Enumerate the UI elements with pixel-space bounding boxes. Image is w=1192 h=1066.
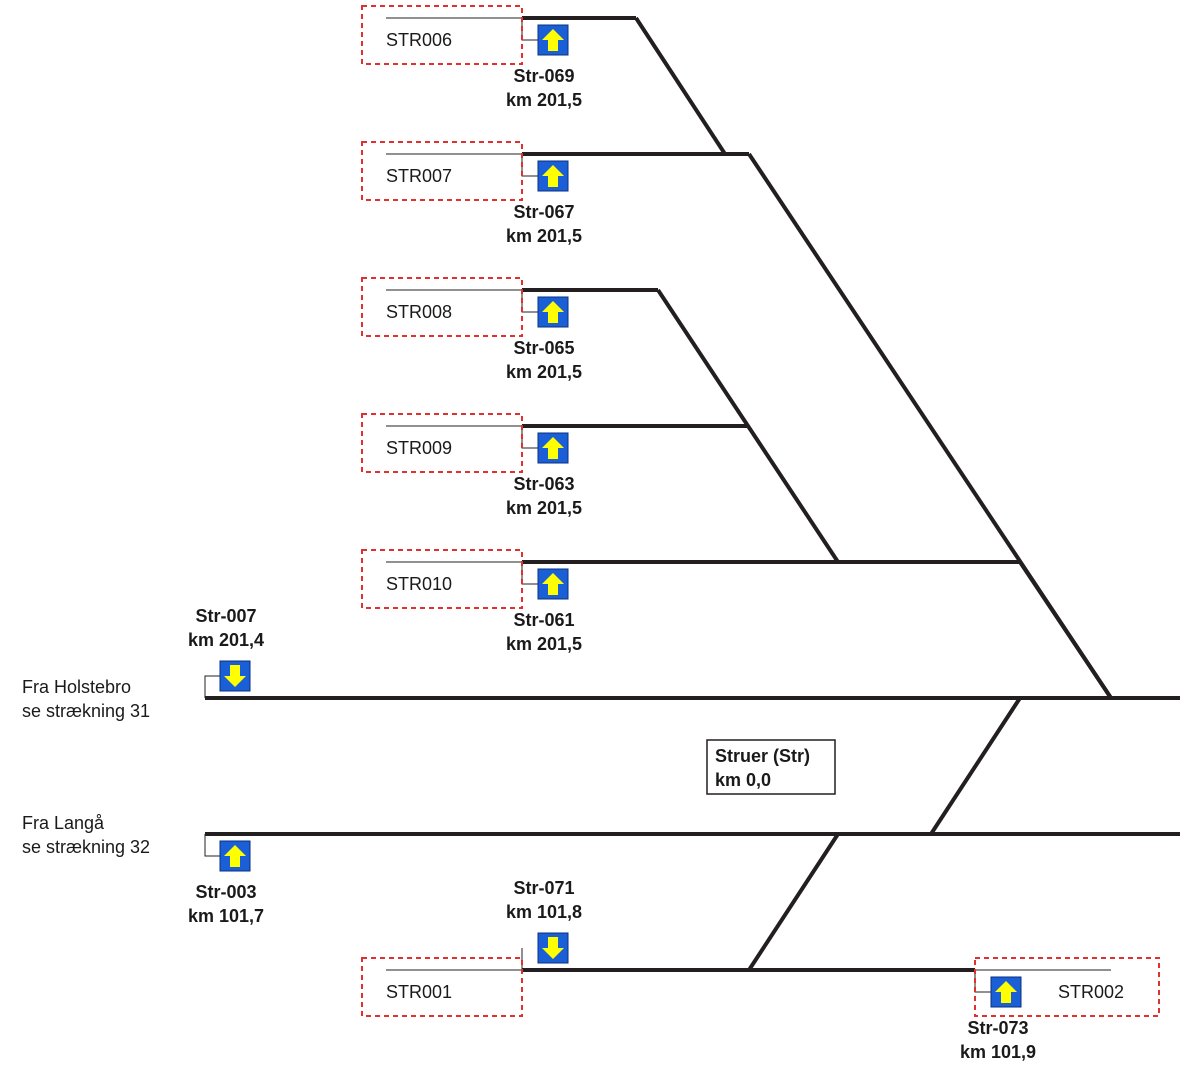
section-box (974, 957, 1160, 1017)
origin-line2: se strækning 32 (22, 837, 150, 857)
signal-km: km 201,5 (506, 362, 582, 382)
track-label: STR008 (386, 302, 452, 322)
main-tracks (205, 16, 1180, 972)
track-diagonal (929, 696, 1022, 836)
section-box (361, 549, 523, 609)
signal-id: Str-067 (513, 202, 574, 222)
signal-down-icon (219, 660, 251, 692)
signal-id: Str-069 (513, 66, 574, 86)
track-diagonal (656, 288, 840, 564)
signal-km: km 101,8 (506, 902, 582, 922)
signal-km: km 201,5 (506, 226, 582, 246)
section-box (361, 5, 523, 65)
signal-id: Str-071 (513, 878, 574, 898)
thin-lines (204, 17, 1111, 993)
signal-id: Str-003 (195, 882, 256, 902)
section-boxes (361, 5, 1160, 1017)
section-box (361, 957, 523, 1017)
signal-id: Str-061 (513, 610, 574, 630)
signal-up-icon (537, 568, 569, 600)
signal-id: Str-063 (513, 474, 574, 494)
track-labels: STR006 STR007 STR008 STR009 STR010 STR00… (386, 30, 1124, 1002)
track-label: STR007 (386, 166, 452, 186)
track-diagonal (634, 16, 727, 156)
signal-km: km 201,5 (506, 498, 582, 518)
signal-down-icon (537, 932, 569, 964)
origin-line1: Fra Holstebro (22, 677, 131, 697)
signal-id: Str-065 (513, 338, 574, 358)
station-name: Struer (Str) (715, 746, 810, 766)
signal-km: km 201,4 (188, 630, 264, 650)
signal-km: km 101,9 (960, 1042, 1036, 1062)
track-diagonal (1018, 560, 1113, 700)
signal-up-icon (537, 24, 569, 56)
origin-line1: Fra Langå (22, 813, 105, 833)
station-box: Struer (Str) km 0,0 (706, 739, 836, 795)
origin-labels: Fra Holstebro se strækning 31 Fra Langå … (22, 677, 150, 857)
signal-up-icon (537, 296, 569, 328)
station-km: km 0,0 (715, 770, 771, 790)
origin-line2: se strækning 31 (22, 701, 150, 721)
track-label: STR010 (386, 574, 452, 594)
signal-km: km 101,7 (188, 906, 264, 926)
track-label: STR006 (386, 30, 452, 50)
signal-km: km 201,5 (506, 634, 582, 654)
signal-labels: Str-069 km 201,5 Str-067 km 201,5 Str-06… (188, 66, 1036, 1062)
track-label: STR001 (386, 982, 452, 1002)
section-box (361, 141, 523, 201)
signal-up-icon (537, 432, 569, 464)
signal-id: Str-073 (967, 1018, 1028, 1038)
section-box (361, 277, 523, 337)
signal-id: Str-007 (195, 606, 256, 626)
signal-up-icon (990, 976, 1022, 1008)
track-label: STR009 (386, 438, 452, 458)
track-diagonal (747, 832, 840, 972)
signal-up-icon (219, 840, 251, 872)
section-box (361, 413, 523, 473)
signal-up-icon (537, 160, 569, 192)
track-label: STR002 (1058, 982, 1124, 1002)
signal-km: km 201,5 (506, 90, 582, 110)
signals (219, 24, 1022, 1008)
